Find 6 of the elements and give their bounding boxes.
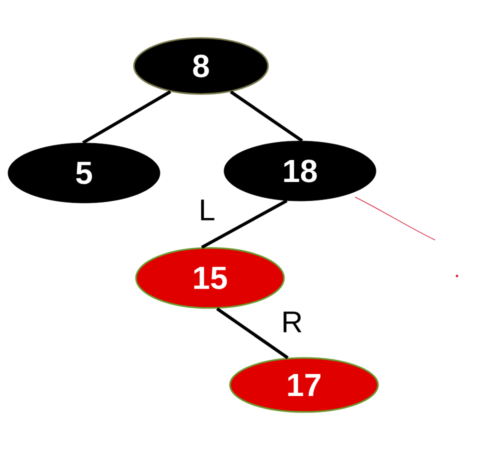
edge-label: L	[198, 198, 216, 222]
edge-label: R	[280, 310, 304, 334]
connector-line	[201, 199, 288, 249]
connector-line	[216, 307, 289, 360]
connector-line	[82, 90, 172, 144]
connector-line	[230, 90, 304, 142]
